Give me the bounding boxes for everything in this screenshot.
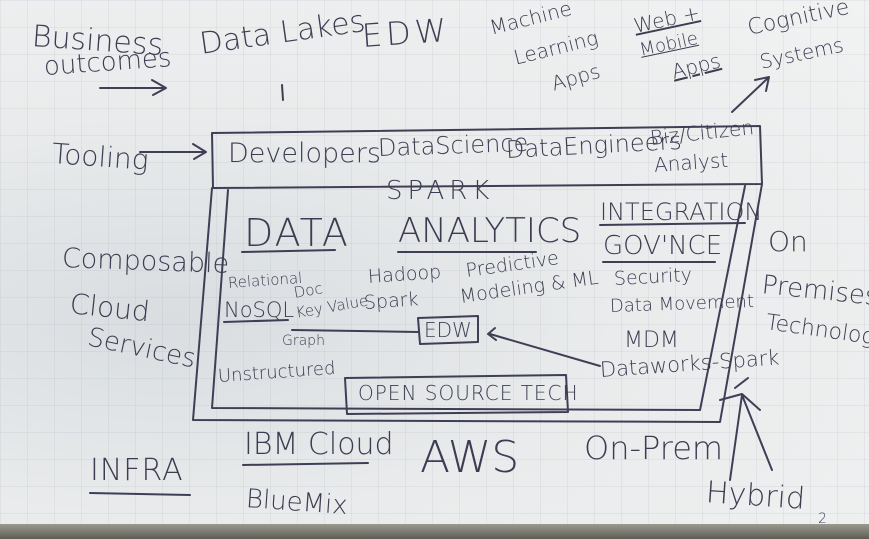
- composable-line1: Composable: [61, 243, 230, 280]
- services-box: [192, 183, 763, 423]
- infra-underline: [89, 492, 191, 496]
- data-underline: [241, 249, 336, 253]
- ibm-cloud-underline: [242, 462, 369, 466]
- spark-heading: SPARK: [386, 176, 495, 206]
- infra-label: INFRA: [90, 453, 184, 488]
- edw-top-label: EDW: [360, 10, 452, 55]
- cognitive-arrow: [731, 76, 770, 113]
- biz-citizen-line2: Analyst: [653, 147, 729, 177]
- ibm-cloud-label: IBM Cloud: [244, 427, 394, 462]
- integration-heading: INTEGRATION: [600, 198, 763, 226]
- edw-link: [291, 329, 419, 333]
- graph-label: Graph: [282, 333, 325, 349]
- edw-box-label: EDW: [424, 318, 472, 342]
- open-source-label: OPEN SOURCE TECH: [358, 381, 579, 405]
- services-box-inner: [211, 185, 746, 411]
- on-premises-line1: On: [768, 225, 808, 258]
- bluemix-label: BlueMix: [244, 484, 349, 522]
- edw-box: [417, 315, 479, 345]
- developers-label: Developers: [228, 138, 381, 169]
- nosql-label: NoSQL: [224, 298, 295, 322]
- hadoop-label: Hadoop: [367, 260, 442, 288]
- mdm-label: MDM: [624, 328, 679, 353]
- tooling-arrow: [139, 143, 207, 160]
- open-source-box: [344, 374, 569, 415]
- composable-line2: Cloud: [68, 287, 152, 329]
- whiteboard-frame: [0, 524, 869, 539]
- data-movement-label: Data Movement: [609, 290, 755, 317]
- nosql-underline: [223, 319, 289, 323]
- business-outcomes-arrow: [99, 79, 167, 96]
- analytics-heading: ANALYTICS: [398, 211, 582, 251]
- integration-underline: [599, 222, 746, 226]
- on-prem-label: On-Prem: [584, 429, 724, 467]
- hybrid-arrows: [719, 377, 773, 481]
- data-lakes-tick: [281, 84, 284, 101]
- security-label: Security: [613, 263, 693, 290]
- corner-mark: 2: [818, 511, 827, 527]
- spark-label: Spark: [363, 288, 420, 314]
- data-heading: DATA: [244, 211, 350, 255]
- hybrid-label: Hybrid: [704, 475, 807, 517]
- dataworks-arrow: [487, 327, 601, 367]
- govnce-heading: GOV'NCE: [603, 231, 723, 261]
- tooling-label: Tooling: [50, 137, 150, 177]
- aws-label: AWS: [420, 432, 520, 483]
